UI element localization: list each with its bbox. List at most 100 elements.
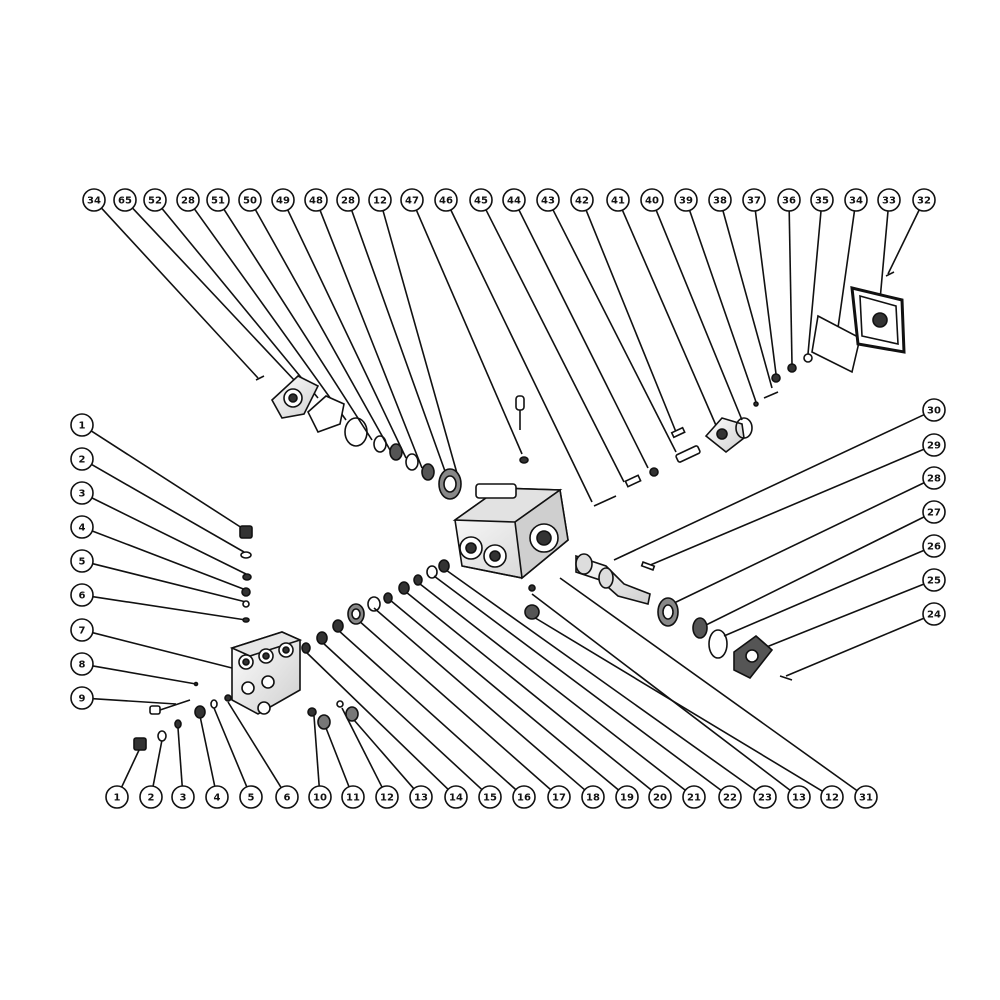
valve-cap-1b [133, 737, 147, 751]
seal-ring-51 [373, 435, 387, 453]
leader-line [445, 569, 757, 792]
callout-label: 44 [507, 196, 521, 207]
ring-18 [367, 596, 381, 612]
callout-label: 38 [713, 196, 727, 207]
leader-line [754, 210, 777, 375]
leader-line [91, 530, 247, 591]
seal-23 [438, 559, 450, 573]
callout-label: 39 [679, 196, 693, 207]
callout-circle [70, 549, 94, 573]
callout-label: 5 [248, 793, 255, 804]
leader-line [254, 209, 391, 451]
leader-line [90, 430, 243, 529]
callout-top-45: 45 [469, 188, 493, 212]
callout-label: 4 [214, 793, 221, 804]
leader-line [559, 577, 858, 792]
callout-label: 34 [849, 196, 863, 207]
callout-circle [922, 534, 946, 558]
callout-bottom-11: 11 [341, 785, 365, 809]
callout-circle [171, 785, 195, 809]
callout-label: 47 [405, 196, 419, 207]
leader-line [152, 739, 163, 787]
callout-top-34: 34 [82, 188, 106, 212]
leader-line [485, 209, 625, 483]
callout-circle [70, 583, 94, 607]
callout-right-26: 26 [922, 534, 946, 558]
leader-line [287, 209, 407, 459]
callout-label: 20 [653, 793, 667, 804]
callout-circle [502, 188, 526, 212]
callout-label: 28 [181, 196, 195, 207]
leader-line [450, 209, 593, 503]
valve-4b [194, 705, 206, 719]
callout-circle [912, 188, 936, 212]
callout-circle [536, 188, 560, 212]
callout-top-47: 47 [400, 188, 424, 212]
leader-line [518, 209, 649, 469]
callout-top-52: 52 [143, 188, 167, 212]
callout-top-12: 12 [368, 188, 392, 212]
callout-top-50: 50 [238, 188, 262, 212]
callout-circle [400, 188, 424, 212]
callout-label: 9 [79, 694, 86, 705]
o-ring-large [344, 417, 368, 447]
callout-label: 21 [687, 793, 701, 804]
o-ring-6b [224, 694, 232, 702]
ring-36 [787, 363, 797, 373]
seal-retainer-17 [347, 603, 365, 625]
o-ring-35 [803, 353, 813, 363]
callout-top-28: 28 [176, 188, 200, 212]
callout-top-48: 48 [304, 188, 328, 212]
callout-label: 43 [541, 196, 555, 207]
callout-bottom-6: 6 [275, 785, 299, 809]
oil-seal-27 [692, 617, 708, 639]
callout-label: 24 [927, 610, 941, 621]
callout-bottom-13: 13 [787, 785, 811, 809]
callout-top-43: 43 [536, 188, 560, 212]
callout-circle [877, 188, 901, 212]
leader-line [788, 210, 793, 365]
callout-circle [70, 481, 94, 505]
callout-label: 33 [882, 196, 896, 207]
callout-label: 52 [148, 196, 162, 207]
callout-bottom-13: 13 [409, 785, 433, 809]
callout-top-37: 37 [742, 188, 766, 212]
callout-circle [271, 188, 295, 212]
seal-21 [413, 574, 423, 586]
o-ring-26 [708, 629, 728, 659]
callout-circle [70, 686, 94, 710]
leader-line [177, 727, 184, 787]
leader-line [337, 629, 517, 791]
leader-line [92, 562, 247, 603]
plug-12b [528, 584, 536, 592]
callout-right-24: 24 [922, 602, 946, 626]
callout-bottom-22: 22 [718, 785, 742, 809]
screw-24 [779, 675, 793, 681]
callout-label: 6 [79, 591, 86, 602]
callout-circle [922, 602, 946, 626]
bolt-45 [593, 495, 617, 507]
leader-line [405, 591, 652, 791]
callout-bottom-17: 17 [547, 785, 571, 809]
callout-bottom-10: 10 [308, 785, 332, 809]
leader-line [655, 209, 743, 421]
callout-label: 11 [346, 793, 360, 804]
callout-circle [640, 188, 664, 212]
callout-circle [922, 500, 946, 524]
screw-38 [763, 391, 779, 399]
callout-label: 51 [211, 196, 225, 207]
callout-label: 32 [917, 196, 931, 207]
callout-right-30: 30 [922, 398, 946, 422]
leader-line [585, 209, 677, 433]
callout-top-35: 35 [810, 188, 834, 212]
leader-line [531, 593, 791, 791]
seal-16 [332, 619, 344, 633]
callout-circle [708, 188, 732, 212]
callout-label: 1 [114, 793, 121, 804]
callout-label: 22 [723, 793, 737, 804]
callout-circle [615, 785, 639, 809]
callout-label: 31 [859, 793, 873, 804]
callout-circle [648, 785, 672, 809]
callout-bottom-14: 14 [444, 785, 468, 809]
